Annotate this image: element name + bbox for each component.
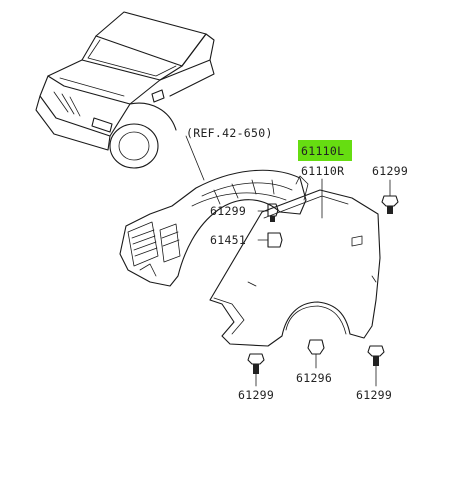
part-61110r-label: 61110R [301,164,344,178]
part-61299-bottom-right-label: 61299 [356,388,392,402]
bolt-icon [367,345,385,366]
part-61110l-label: 61110L [301,144,344,158]
fender-liner-icon [119,169,309,287]
front-fender-icon [209,189,381,347]
bolt-icon [247,353,265,374]
part-61296-label: 61296 [296,371,332,385]
leader-line [185,135,205,181]
part-61451-label: 61451 [210,233,246,247]
ref-label: (REF.42-650) [186,126,273,140]
highlight-badge [298,140,352,161]
part-61299-top-right-label: 61299 [372,164,408,178]
bolt-icon [381,195,399,214]
clip-icon [267,232,283,248]
bolt-icon [267,203,279,222]
part-61299-bottom-left-label: 61299 [238,388,274,402]
vehicle-icon [35,11,215,169]
nut-icon [307,339,325,355]
part-61299-mid-label: 61299 [210,204,246,218]
